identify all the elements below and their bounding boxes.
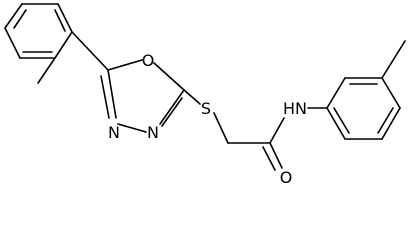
bond	[269, 142, 283, 169]
ring-oxygen-label: O	[142, 51, 155, 70]
bond	[381, 77, 401, 109]
molecule-structure-diagram: O N N S HN O	[4, 3, 406, 187]
carbonyl-oxygen-label: O	[280, 168, 293, 187]
bond	[107, 69, 117, 119]
bond	[71, 31, 109, 71]
bond	[326, 77, 346, 109]
bond	[377, 107, 394, 134]
bond	[37, 57, 56, 84]
bond	[57, 3, 73, 33]
bond	[4, 3, 23, 29]
bond	[100, 75, 110, 119]
bond	[333, 107, 350, 134]
bond	[117, 123, 147, 133]
ring-nitrogen-right-label: N	[147, 123, 159, 142]
bond	[269, 117, 285, 144]
bonds	[4, 3, 406, 171]
bond	[161, 97, 183, 127]
bond	[381, 40, 406, 79]
bond	[54, 9, 66, 32]
bond	[13, 9, 27, 29]
ring-nitrogen-left-label: N	[108, 123, 120, 142]
bond	[183, 89, 201, 105]
atom-labels: O N N S HN O	[108, 51, 307, 187]
amide-nh-label: HN	[283, 99, 307, 118]
bond	[381, 107, 401, 140]
bond	[326, 107, 346, 140]
bond	[159, 89, 185, 125]
bond	[54, 31, 73, 59]
bond	[153, 62, 185, 91]
bond	[107, 59, 143, 71]
bond	[262, 146, 276, 171]
bond	[4, 27, 21, 59]
bond	[213, 112, 229, 144]
sulfur-label: S	[201, 99, 211, 118]
